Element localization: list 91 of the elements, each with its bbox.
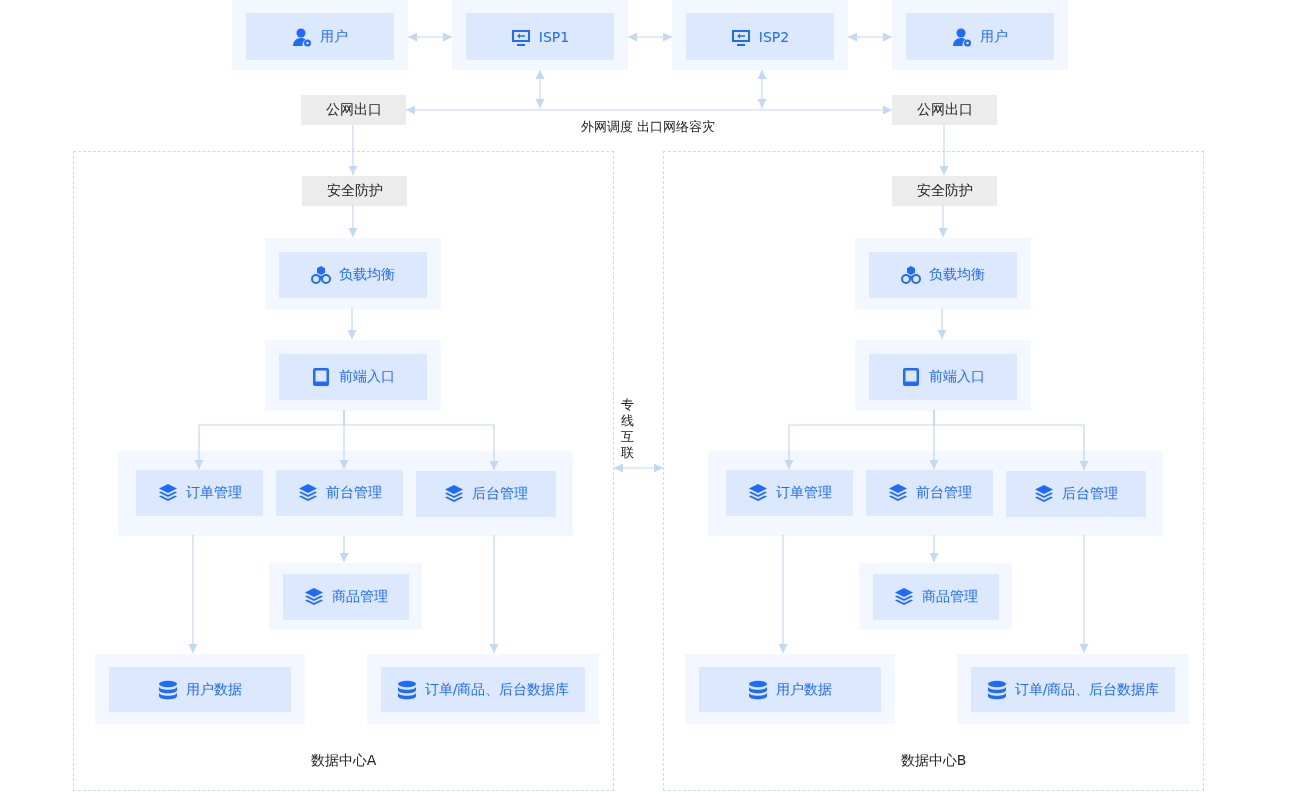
arrow bbox=[938, 204, 948, 238]
arrow bbox=[613, 463, 664, 473]
service-box bbox=[906, 13, 1054, 60]
box-label: 前端入口 bbox=[929, 368, 985, 386]
service-box bbox=[246, 13, 394, 60]
service-box bbox=[699, 667, 881, 712]
gateway-box bbox=[301, 95, 406, 125]
card-panel bbox=[855, 238, 1031, 309]
arrow bbox=[343, 409, 499, 471]
box-label: 后台管理 bbox=[1062, 485, 1118, 503]
data-center-label: 数据中心B bbox=[899, 752, 968, 770]
box-label: 订单管理 bbox=[775, 484, 832, 502]
service-box bbox=[869, 354, 1017, 400]
box-label: 订单/商品、后台数据库 bbox=[1014, 680, 1160, 699]
edge-label: 专线互联 bbox=[621, 397, 635, 461]
card-panel bbox=[957, 654, 1189, 724]
arrow bbox=[627, 32, 673, 42]
arrow bbox=[1079, 534, 1089, 654]
service-box bbox=[136, 470, 263, 516]
box-label: 前台管理 bbox=[915, 484, 972, 502]
card-panel bbox=[367, 654, 599, 724]
service-box bbox=[416, 471, 556, 517]
box-label: 订单/商品、后台数据库 bbox=[424, 680, 570, 699]
service-box bbox=[276, 470, 403, 516]
gateway-box bbox=[892, 176, 997, 206]
box-label: 负载均衡 bbox=[339, 266, 395, 284]
service-box bbox=[869, 252, 1017, 298]
arrow bbox=[933, 409, 1089, 471]
card-panel bbox=[269, 563, 422, 629]
card-panel bbox=[855, 340, 1031, 411]
service-box bbox=[726, 470, 853, 516]
arrow bbox=[778, 534, 788, 654]
gateway-box bbox=[302, 176, 407, 206]
arrow bbox=[188, 534, 198, 654]
box-label: ISP2 bbox=[758, 28, 790, 45]
arrow bbox=[847, 32, 893, 42]
arrow bbox=[339, 534, 349, 563]
edge-label: 外网调度 出口网络容灾 bbox=[580, 118, 716, 136]
card-panel bbox=[95, 654, 305, 724]
arrow bbox=[348, 204, 358, 238]
box-label: 用户数据 bbox=[186, 680, 242, 699]
service-box bbox=[109, 667, 291, 712]
box-label: 前台管理 bbox=[325, 484, 382, 502]
box-label: 订单管理 bbox=[185, 484, 242, 502]
box-label: ISP1 bbox=[538, 28, 570, 45]
service-box bbox=[283, 574, 409, 620]
arrow bbox=[405, 105, 893, 115]
service-box bbox=[466, 13, 614, 60]
data-center-frame bbox=[663, 151, 1204, 791]
box-label: 后台管理 bbox=[472, 485, 528, 503]
card-panel bbox=[672, 0, 848, 70]
service-box bbox=[279, 354, 427, 400]
card-panel bbox=[118, 451, 573, 536]
data-center-label: 数据中心A bbox=[309, 752, 378, 770]
card-panel bbox=[265, 340, 441, 411]
arrow bbox=[939, 124, 949, 176]
card-panel bbox=[452, 0, 628, 70]
card-panel bbox=[859, 563, 1012, 629]
arrow bbox=[347, 307, 357, 340]
card-panel bbox=[232, 0, 408, 70]
service-box bbox=[866, 470, 993, 516]
box-label: 用户 bbox=[980, 27, 1008, 46]
service-box bbox=[873, 574, 999, 620]
box-label: 安全防护 bbox=[326, 182, 383, 200]
card-panel bbox=[685, 654, 895, 724]
service-box bbox=[686, 13, 834, 60]
card-panel bbox=[265, 238, 441, 309]
arrow bbox=[937, 307, 947, 340]
box-label: 公网出口 bbox=[325, 101, 382, 119]
box-label: 前端入口 bbox=[339, 368, 395, 386]
box-label: 商品管理 bbox=[332, 588, 388, 606]
gateway-box bbox=[892, 95, 997, 125]
service-box bbox=[381, 667, 585, 712]
arrow bbox=[757, 69, 767, 109]
box-label: 负载均衡 bbox=[929, 266, 985, 284]
box-label: 公网出口 bbox=[916, 101, 973, 119]
box-label: 用户 bbox=[320, 27, 348, 46]
arrow bbox=[535, 69, 545, 109]
card-panel bbox=[708, 451, 1163, 536]
service-box bbox=[1006, 471, 1146, 517]
service-box bbox=[971, 667, 1175, 712]
arrow bbox=[407, 32, 453, 42]
data-center-frame bbox=[73, 151, 614, 791]
box-label: 安全防护 bbox=[916, 182, 973, 200]
box-label: 商品管理 bbox=[922, 588, 978, 606]
service-box bbox=[279, 252, 427, 298]
box-label: 用户数据 bbox=[776, 680, 832, 699]
arrow bbox=[348, 124, 358, 176]
card-panel bbox=[892, 0, 1068, 70]
arrow bbox=[929, 534, 939, 563]
arrow bbox=[489, 534, 499, 654]
